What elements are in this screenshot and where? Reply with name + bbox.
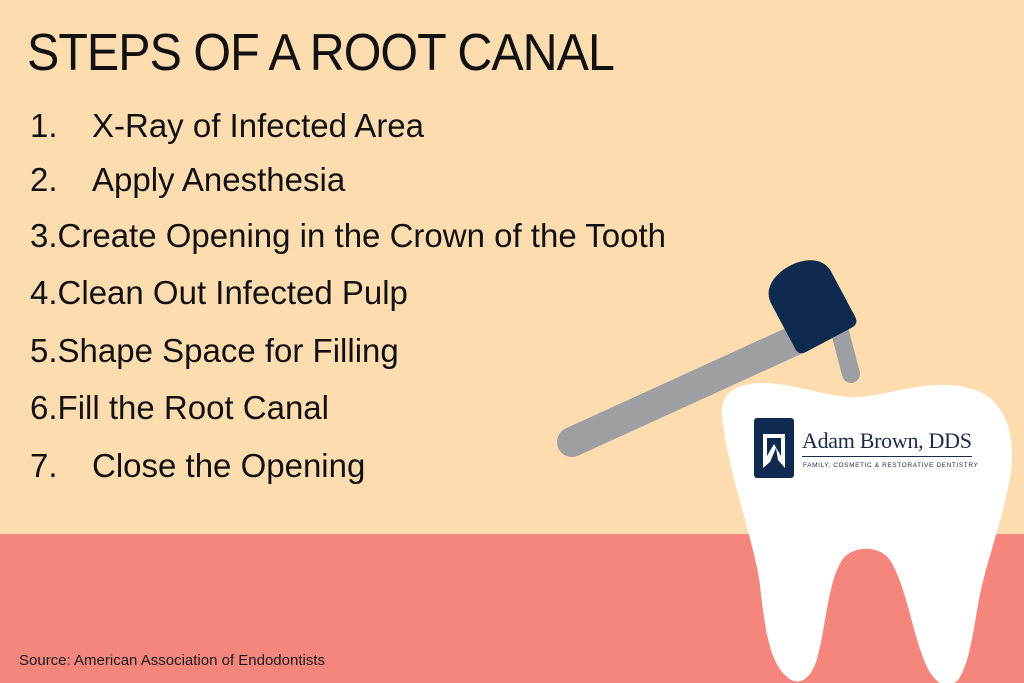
step-text: Fill the Root Canal: [57, 389, 329, 426]
step-text: Close the Opening: [92, 447, 366, 484]
list-item: 2. Apply Anesthesia: [30, 158, 345, 202]
step-number: 7.: [30, 447, 58, 484]
tooth-icon: [721, 383, 1012, 683]
step-text: Clean Out Infected Pulp: [57, 274, 408, 311]
step-text: Create Opening in the Crown of the Tooth: [57, 217, 666, 254]
step-number: 1.: [30, 107, 58, 144]
page-title: STEPS OF A ROOT CANAL: [27, 24, 615, 82]
step-number: 2.: [30, 161, 58, 198]
list-item: 6.Fill the Root Canal: [30, 386, 329, 430]
step-text: X-Ray of Infected Area: [92, 107, 425, 144]
brand-logo: Adam Brown, DDS FAMILY, COSMETIC & RESTO…: [754, 418, 979, 482]
gum-band: [0, 534, 1024, 683]
divider: [802, 456, 972, 457]
drill-head-icon: [768, 260, 857, 354]
list-item: 7. Close the Opening: [30, 444, 365, 488]
step-text: Shape Space for Filling: [57, 332, 399, 369]
source-credit: Source: American Association of Endodont…: [19, 652, 326, 669]
list-item: 3.Create Opening in the Crown of the Too…: [30, 214, 666, 258]
step-number: 3.: [30, 217, 58, 254]
step-number: 4.: [30, 274, 58, 311]
brand-tagline: FAMILY, COSMETIC & RESTORATIVE DENTISTRY: [803, 462, 979, 469]
list-item: 5.Shape Space for Filling: [30, 329, 399, 373]
step-number: 6.: [30, 389, 58, 426]
tooth-logo-mark-icon: [754, 418, 794, 478]
step-text: Apply Anesthesia: [92, 161, 346, 198]
list-item: 4.Clean Out Infected Pulp: [30, 271, 408, 315]
brand-name: Adam Brown, DDS: [802, 428, 972, 453]
drill-handle: [557, 323, 860, 457]
step-number: 5.: [30, 332, 58, 369]
list-item: 1. X-Ray of Infected Area: [30, 104, 424, 148]
